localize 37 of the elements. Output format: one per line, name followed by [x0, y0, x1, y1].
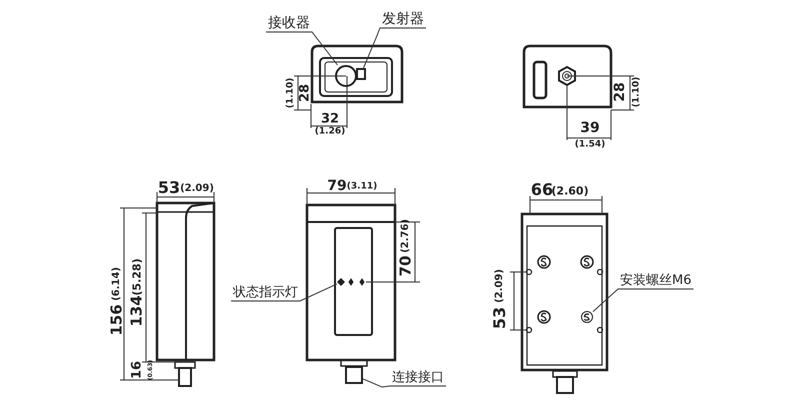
- dimension-value: 16: [130, 360, 144, 380]
- dimension-value: 28: [298, 84, 312, 102]
- part-label: 发射器: [382, 12, 424, 26]
- dimension-value: 39: [580, 121, 600, 135]
- part-label: 安装螺丝M6: [620, 274, 692, 287]
- dimension-value: (3.11): [346, 182, 378, 192]
- dimension-value: 53: [492, 306, 508, 330]
- dimension-value: (2.76): [401, 219, 411, 253]
- emitter-window: [356, 68, 366, 80]
- dimension-value: (2.60): [551, 186, 589, 196]
- dimension-value: 134: [130, 295, 144, 327]
- dimension-value: 53: [158, 180, 180, 196]
- leader-line: [230, 283, 338, 302]
- part-label: 状态指示灯: [233, 286, 298, 299]
- connector-plug: [345, 366, 363, 384]
- dimension-value: (1.10): [286, 78, 296, 108]
- leader-line: [362, 378, 446, 388]
- dimension-value: (1.54): [574, 140, 606, 150]
- leader-line: [363, 28, 426, 68]
- mounting-screw: [581, 311, 593, 323]
- part-label: 接收器: [268, 16, 310, 30]
- dimension-value: 32: [320, 112, 340, 126]
- dimension-value: (1.26): [314, 128, 346, 136]
- dimension-value: (2.09): [495, 269, 505, 303]
- dimension-value: 70: [398, 256, 414, 276]
- indicator-light: [337, 278, 345, 286]
- dimension-value: 66: [530, 182, 554, 198]
- dimension-value: 79: [327, 179, 347, 193]
- dimension-value: (1.10): [632, 76, 642, 108]
- dimension-value: (2.09): [180, 184, 214, 194]
- dimension-value: 156: [110, 304, 124, 336]
- dimension-value: (5.28): [132, 258, 142, 296]
- part-label: 连接接口: [392, 371, 444, 384]
- dimension-value: (6.14): [112, 267, 122, 301]
- dimension-value: 28: [613, 82, 627, 102]
- leader-line: [266, 32, 338, 66]
- leader-line: [592, 288, 694, 312]
